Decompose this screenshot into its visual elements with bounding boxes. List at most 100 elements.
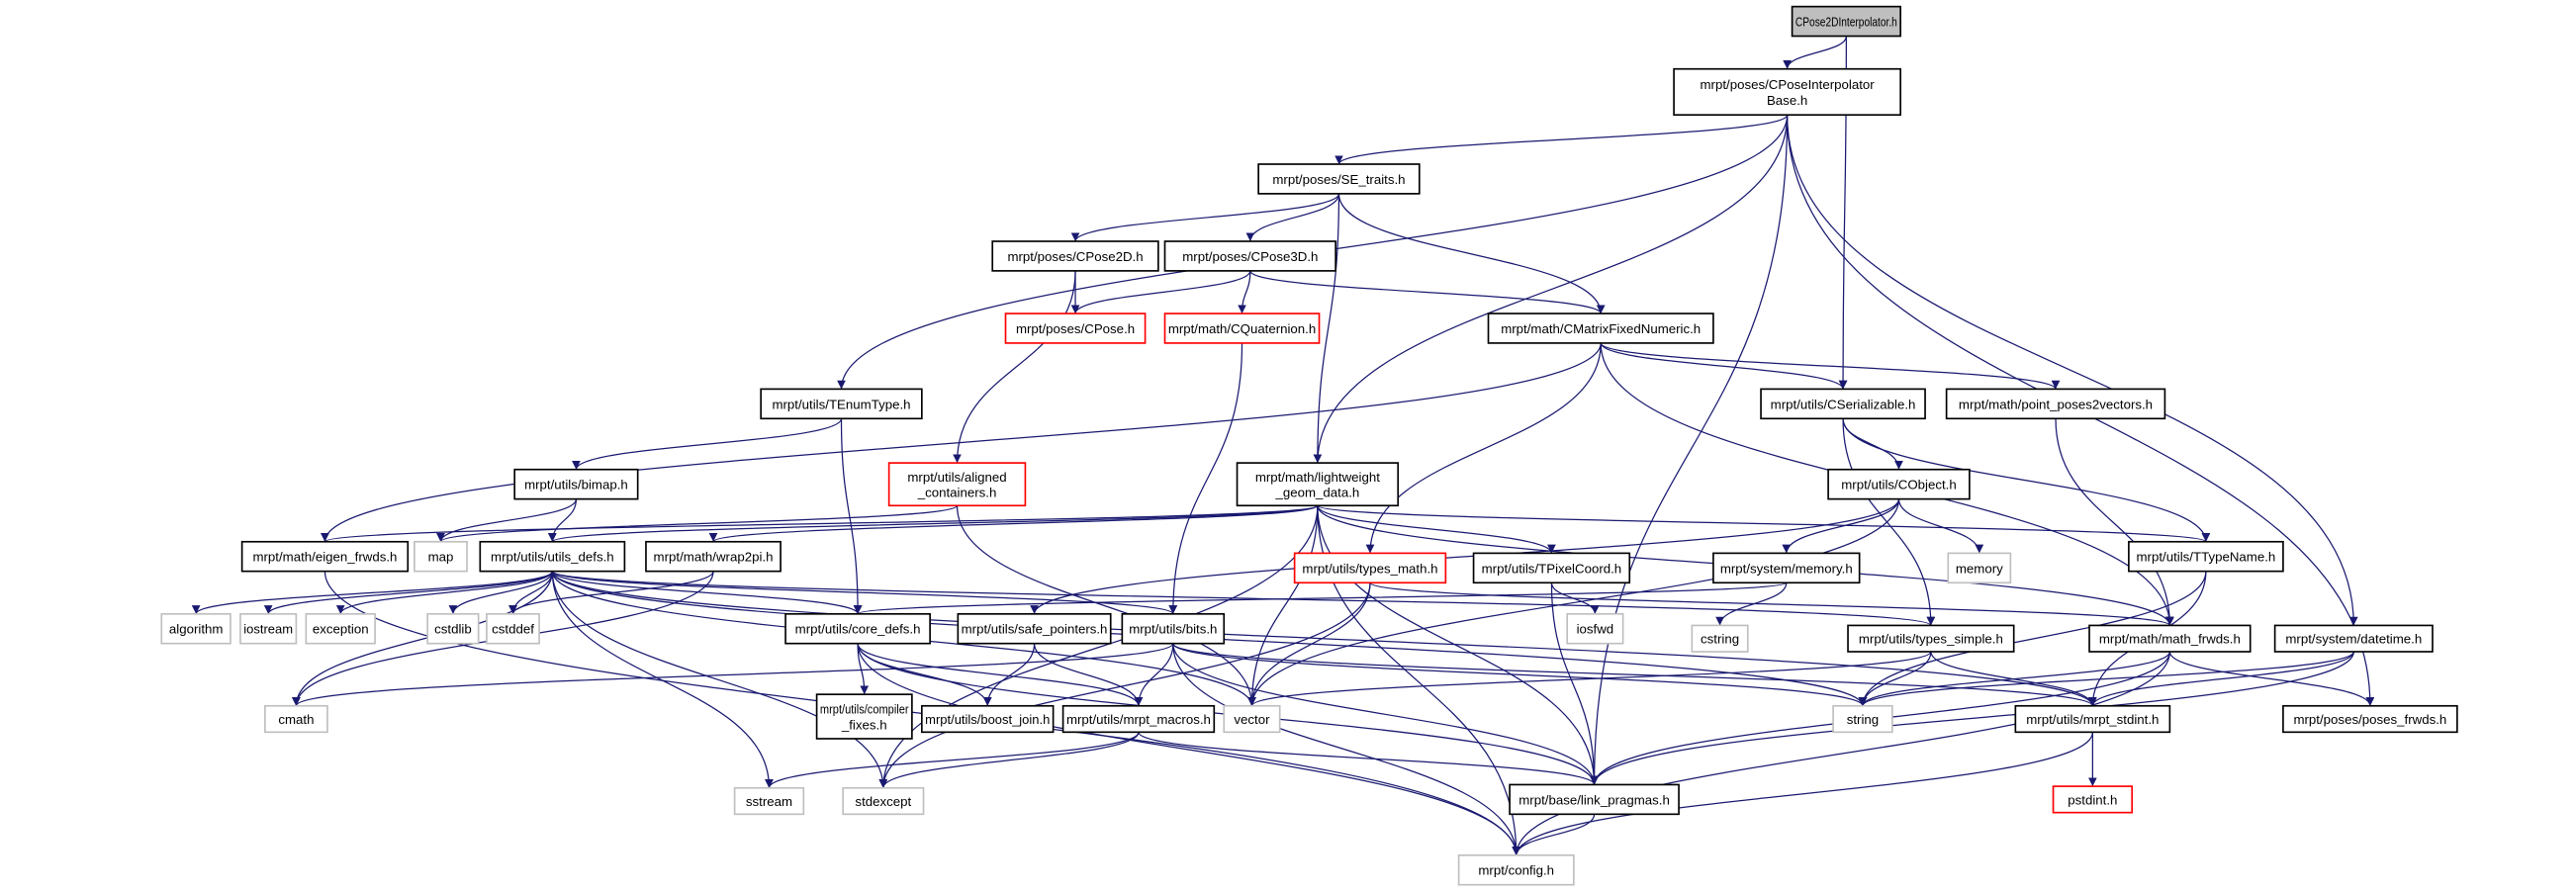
- node-se_traits[interactable]: mrpt/poses/SE_traits.h: [1257, 163, 1421, 195]
- node-tenum[interactable]: mrpt/utils/TEnumType.h: [760, 388, 923, 420]
- node-box: [921, 704, 1055, 734]
- edge-cobject-to-safeptr: [1030, 498, 1900, 614]
- edge-cmatfix-to-eigen: [321, 342, 1602, 542]
- node-label: cmath: [278, 712, 314, 727]
- node-compfix[interactable]: mrpt/utils/compiler_fixes.h: [815, 693, 913, 740]
- edge-tenum-to-bimap: [572, 418, 843, 470]
- node-label: mrpt/utils/mrpt_stdint.h: [2026, 712, 2159, 727]
- node-cserial[interactable]: mrpt/utils/CSerializable.h: [1760, 388, 1926, 420]
- node-box: [2282, 704, 2458, 734]
- node-cpose2d[interactable]: mrpt/poses/CPose2D.h: [991, 240, 1159, 272]
- node-label: mrpt/math/math_frwds.h: [2099, 632, 2241, 647]
- node-tpixel[interactable]: mrpt/utils/TPixelCoord.h: [1472, 552, 1631, 584]
- node-datetime[interactable]: mrpt/system/datetime.h: [2273, 624, 2434, 653]
- node-cobject[interactable]: mrpt/utils/CObject.h: [1827, 468, 1971, 500]
- node-box: [426, 612, 480, 645]
- edge-cobject-to-vector: [1247, 498, 1900, 706]
- node-vector: vector: [1223, 704, 1281, 734]
- edge-linkprag-to-config: [1512, 814, 1596, 855]
- node-label: mrpt/utils/TTypeName.h: [2136, 550, 2275, 565]
- node-box: [815, 693, 913, 740]
- node-sysmem[interactable]: mrpt/system/memory.h: [1712, 552, 1861, 584]
- node-label: mrpt/math/point_poses2vectors.h: [1959, 397, 2153, 411]
- edge-typesmath-to-stdexcept: [878, 582, 1371, 788]
- node-typessimple[interactable]: mrpt/utils/types_simple.h: [1847, 624, 2015, 653]
- node-boostjoin[interactable]: mrpt/utils/boost_join.h: [921, 704, 1055, 734]
- edge-cobject-to-sysmem: [1782, 498, 1900, 554]
- node-label: mrpt/poses/CPose2D.h: [1007, 249, 1143, 264]
- node-box: [1691, 624, 1749, 653]
- node-label: map: [428, 550, 454, 565]
- node-lwgeom[interactable]: mrpt/math/lightweight_geom_data.h: [1236, 462, 1400, 507]
- node-posesfrwds[interactable]: mrpt/poses/poses_frwds.h: [2282, 704, 2458, 734]
- node-cquat[interactable]: mrpt/math/CQuaternion.h: [1163, 313, 1321, 344]
- node-eigen[interactable]: mrpt/math/eigen_frwds.h: [240, 540, 410, 573]
- node-label: mrpt/poses/SE_traits.h: [1272, 172, 1405, 187]
- node-macros[interactable]: mrpt/utils/mrpt_macros.h: [1061, 704, 1216, 734]
- node-label: mrpt/utils/bimap.h: [524, 478, 628, 492]
- edge-lwgeom-to-ttypename: [1317, 504, 2210, 543]
- node-config: mrpt/config.h: [1457, 853, 1575, 886]
- node-mathfrwds[interactable]: mrpt/math/math_frwds.h: [2088, 624, 2252, 653]
- node-box: [1163, 313, 1321, 344]
- edge-utilsdefs-to-algorithm: [191, 571, 553, 615]
- node-label: mrpt/utils/safe_pointers.h: [962, 622, 1108, 637]
- node-pp2v[interactable]: mrpt/math/point_poses2vectors.h: [1945, 388, 2166, 420]
- edge-datetime-to-stdint: [2088, 651, 2354, 706]
- node-label: mrpt/poses/CPose.h: [1016, 321, 1135, 336]
- node-label: string: [1847, 712, 1879, 727]
- edge-ttypename-to-string: [1858, 571, 2207, 706]
- edge-safeptr-to-boostjoin: [982, 643, 1036, 706]
- edge-bits-to-config: [1172, 643, 1521, 855]
- edge-cpose3d-to-cpose: [1070, 270, 1251, 314]
- node-pstdint[interactable]: pstdint.h: [2052, 785, 2134, 814]
- node-coredefs[interactable]: mrpt/utils/core_defs.h: [784, 612, 931, 645]
- edge-aligned-to-map: [436, 504, 959, 543]
- node-box: [784, 612, 931, 645]
- node-safeptr[interactable]: mrpt/utils/safe_pointers.h: [957, 612, 1112, 645]
- node-label: cstring: [1701, 632, 1739, 647]
- node-cmatfix[interactable]: mrpt/math/CMatrixFixedNumeric.h: [1487, 313, 1714, 344]
- node-box: [1509, 783, 1680, 816]
- node-interp[interactable]: CPose2DInterpolator.h: [1791, 5, 1901, 38]
- node-label: mrpt/poses/CPoseInterpolator: [1701, 77, 1876, 92]
- node-box: [486, 612, 540, 645]
- edge-base-to-se_traits: [1334, 114, 1789, 165]
- node-cpose3d[interactable]: mrpt/poses/CPose3D.h: [1163, 240, 1336, 272]
- node-label: Base.h: [1767, 93, 1807, 108]
- node-typesmath[interactable]: mrpt/utils/types_math.h: [1293, 552, 1447, 584]
- node-label: CPose2DInterpolator.h: [1795, 15, 1897, 30]
- node-box: [1061, 704, 1216, 734]
- node-box: [1472, 552, 1631, 584]
- edge-datetime-to-linkprag: [1590, 651, 2354, 785]
- edge-macros-to-sstream: [765, 732, 1140, 789]
- node-label: mrpt/utils/boost_join.h: [925, 712, 1050, 727]
- edge-cobject-to-memory: [1897, 498, 1984, 554]
- node-ttypename[interactable]: mrpt/utils/TTypeName.h: [2128, 540, 2284, 573]
- edge-bimap-to-map: [436, 498, 578, 542]
- node-label: mrpt/utils/TEnumType.h: [772, 397, 910, 411]
- edge-base-to-lwgeom: [1313, 115, 1789, 464]
- node-box: [2088, 624, 2252, 653]
- node-wrap2pi[interactable]: mrpt/math/wrap2pi.h: [645, 540, 782, 573]
- node-bits[interactable]: mrpt/utils/bits.h: [1121, 612, 1226, 645]
- node-cpose[interactable]: mrpt/poses/CPose.h: [1004, 313, 1147, 344]
- node-label: mrpt/utils/utils_defs.h: [491, 550, 614, 565]
- node-aligned[interactable]: mrpt/utils/aligned_containers.h: [887, 462, 1027, 507]
- edge-typesmath-to-mathfrwds: [1369, 581, 2174, 626]
- node-bimap[interactable]: mrpt/utils/bimap.h: [513, 468, 639, 500]
- edge-typesmath-to-vector: [1247, 582, 1371, 706]
- node-stdint[interactable]: mrpt/utils/mrpt_stdint.h: [2014, 704, 2171, 734]
- node-utilsdefs[interactable]: mrpt/utils/utils_defs.h: [479, 540, 626, 573]
- edge-lwgeom-to-linkprag: [1317, 505, 1599, 785]
- node-box: [1236, 462, 1400, 507]
- node-memory: memory: [1947, 552, 2012, 584]
- edge-bits-to-string: [1172, 643, 1868, 707]
- node-iosfwd: iosfwd: [1566, 612, 1624, 645]
- node-label: mrpt/utils/compiler: [820, 702, 909, 717]
- edge-lwgeom-to-eigen: [321, 504, 1319, 543]
- edge-tpixel-to-iosfwd: [1550, 582, 1600, 614]
- node-linkprag[interactable]: mrpt/base/link_pragmas.h: [1509, 783, 1680, 816]
- node-box: [1945, 388, 2166, 420]
